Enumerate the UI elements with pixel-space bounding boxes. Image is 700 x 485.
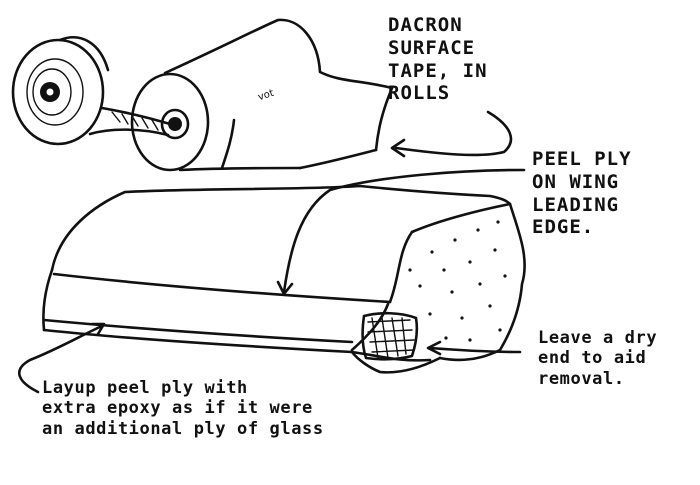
label-line: DACRON xyxy=(388,14,463,36)
label-line: EDGE. xyxy=(532,216,595,239)
wing-leading-edge-block xyxy=(42,184,526,374)
small-tape-roll xyxy=(11,36,172,146)
label-line: ON WING xyxy=(532,170,620,193)
label-line: ROLLS xyxy=(388,82,451,105)
label-line: SURFACE xyxy=(388,36,476,59)
dry-end-hatch xyxy=(361,311,419,361)
label-line: end to aid xyxy=(538,348,647,369)
annotation-arrows xyxy=(18,110,526,394)
label-line: Layup peel ply with xyxy=(42,378,248,398)
label-layup-peel-ply: Layup peel ply with extra epoxy as if it… xyxy=(42,378,324,439)
tape-strip-texture xyxy=(111,111,159,131)
label-peel-ply-wing: PEEL PLY ON WING LEADING EDGE. xyxy=(532,148,632,239)
label-dacron-surface-tape: DACRON SURFACE TAPE, IN ROLLS xyxy=(388,14,488,105)
label-line: extra epoxy as if it were xyxy=(42,398,313,419)
large-tape-roll xyxy=(130,18,394,172)
label-dry-end: Leave a dry end to aid removal. xyxy=(538,328,657,389)
label-line: an additional ply of glass xyxy=(42,418,324,439)
label-line: TAPE, IN xyxy=(388,59,488,82)
label-line: removal. xyxy=(538,368,625,389)
label-line: Leave a dry xyxy=(538,328,658,348)
label-line: LEADING xyxy=(532,193,620,216)
foam-core-texture xyxy=(408,220,507,342)
label-line: PEEL PLY xyxy=(532,148,632,170)
